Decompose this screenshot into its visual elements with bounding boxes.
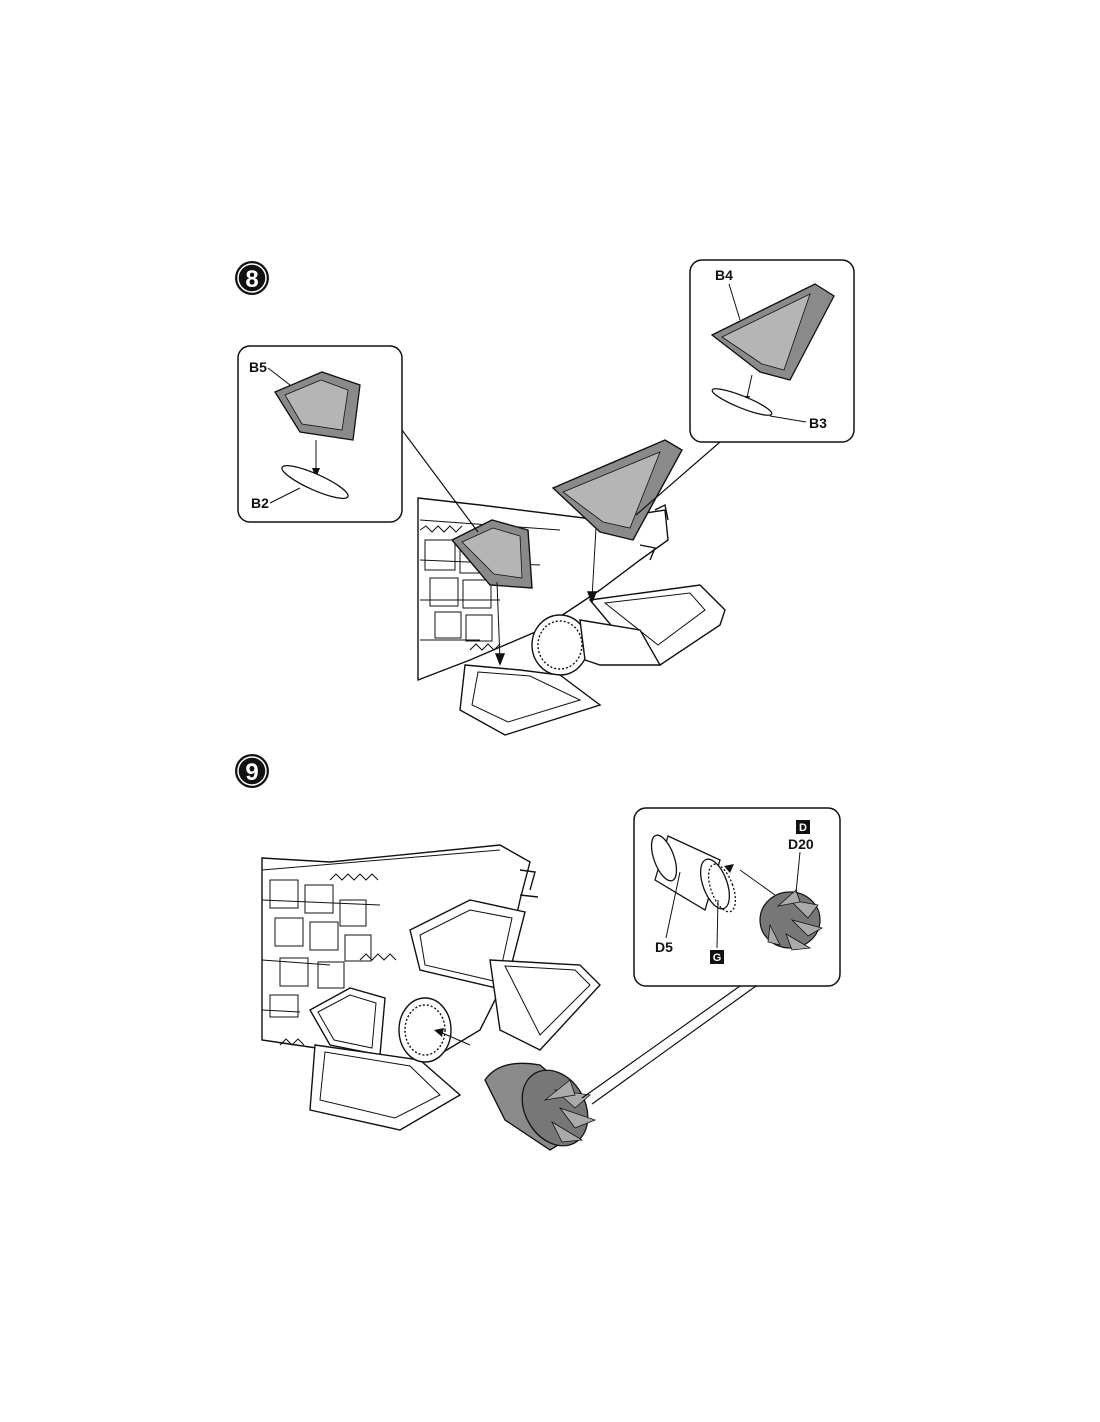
step-9-exhaust-nozzle — [434, 1028, 597, 1151]
step-8-number-badge: 8 — [235, 261, 269, 295]
svg-text:D: D — [799, 822, 807, 834]
step-9-number-badge: 9 — [235, 754, 269, 788]
label-b4: B4 — [715, 267, 733, 283]
label-d5: D5 — [655, 939, 673, 955]
part-b5-fin — [274, 371, 361, 441]
step-9-number: 9 — [245, 759, 258, 786]
label-d20: D20 — [788, 836, 814, 852]
part-d20-nozzle — [759, 889, 824, 951]
step-9-detail-box: D D20 D5 G — [581, 807, 841, 1105]
step-8-installed-fin-left — [450, 519, 533, 666]
step-8: 8 — [235, 259, 855, 736]
label-b2: B2 — [251, 495, 269, 511]
part-b4-fin — [710, 283, 835, 381]
step-8-detail-box-right: B4 B3 — [635, 259, 855, 516]
sprue-badge-g: G — [710, 950, 724, 964]
sprue-badge-d: D — [796, 820, 810, 834]
label-b5: B5 — [249, 359, 267, 375]
part-d5-cylinder — [650, 834, 737, 913]
part-b2-plate — [281, 464, 349, 500]
label-b3: B3 — [809, 415, 827, 431]
svg-text:G: G — [713, 952, 722, 964]
step-8-detail-box-left: B5 B2 — [237, 345, 479, 533]
step-8-installed-fin-right — [551, 439, 683, 604]
step-9-aircraft-tail — [261, 844, 601, 1131]
part-b3-plate — [711, 388, 773, 416]
step-9: 9 — [235, 754, 841, 1151]
step-8-number: 8 — [245, 266, 258, 293]
